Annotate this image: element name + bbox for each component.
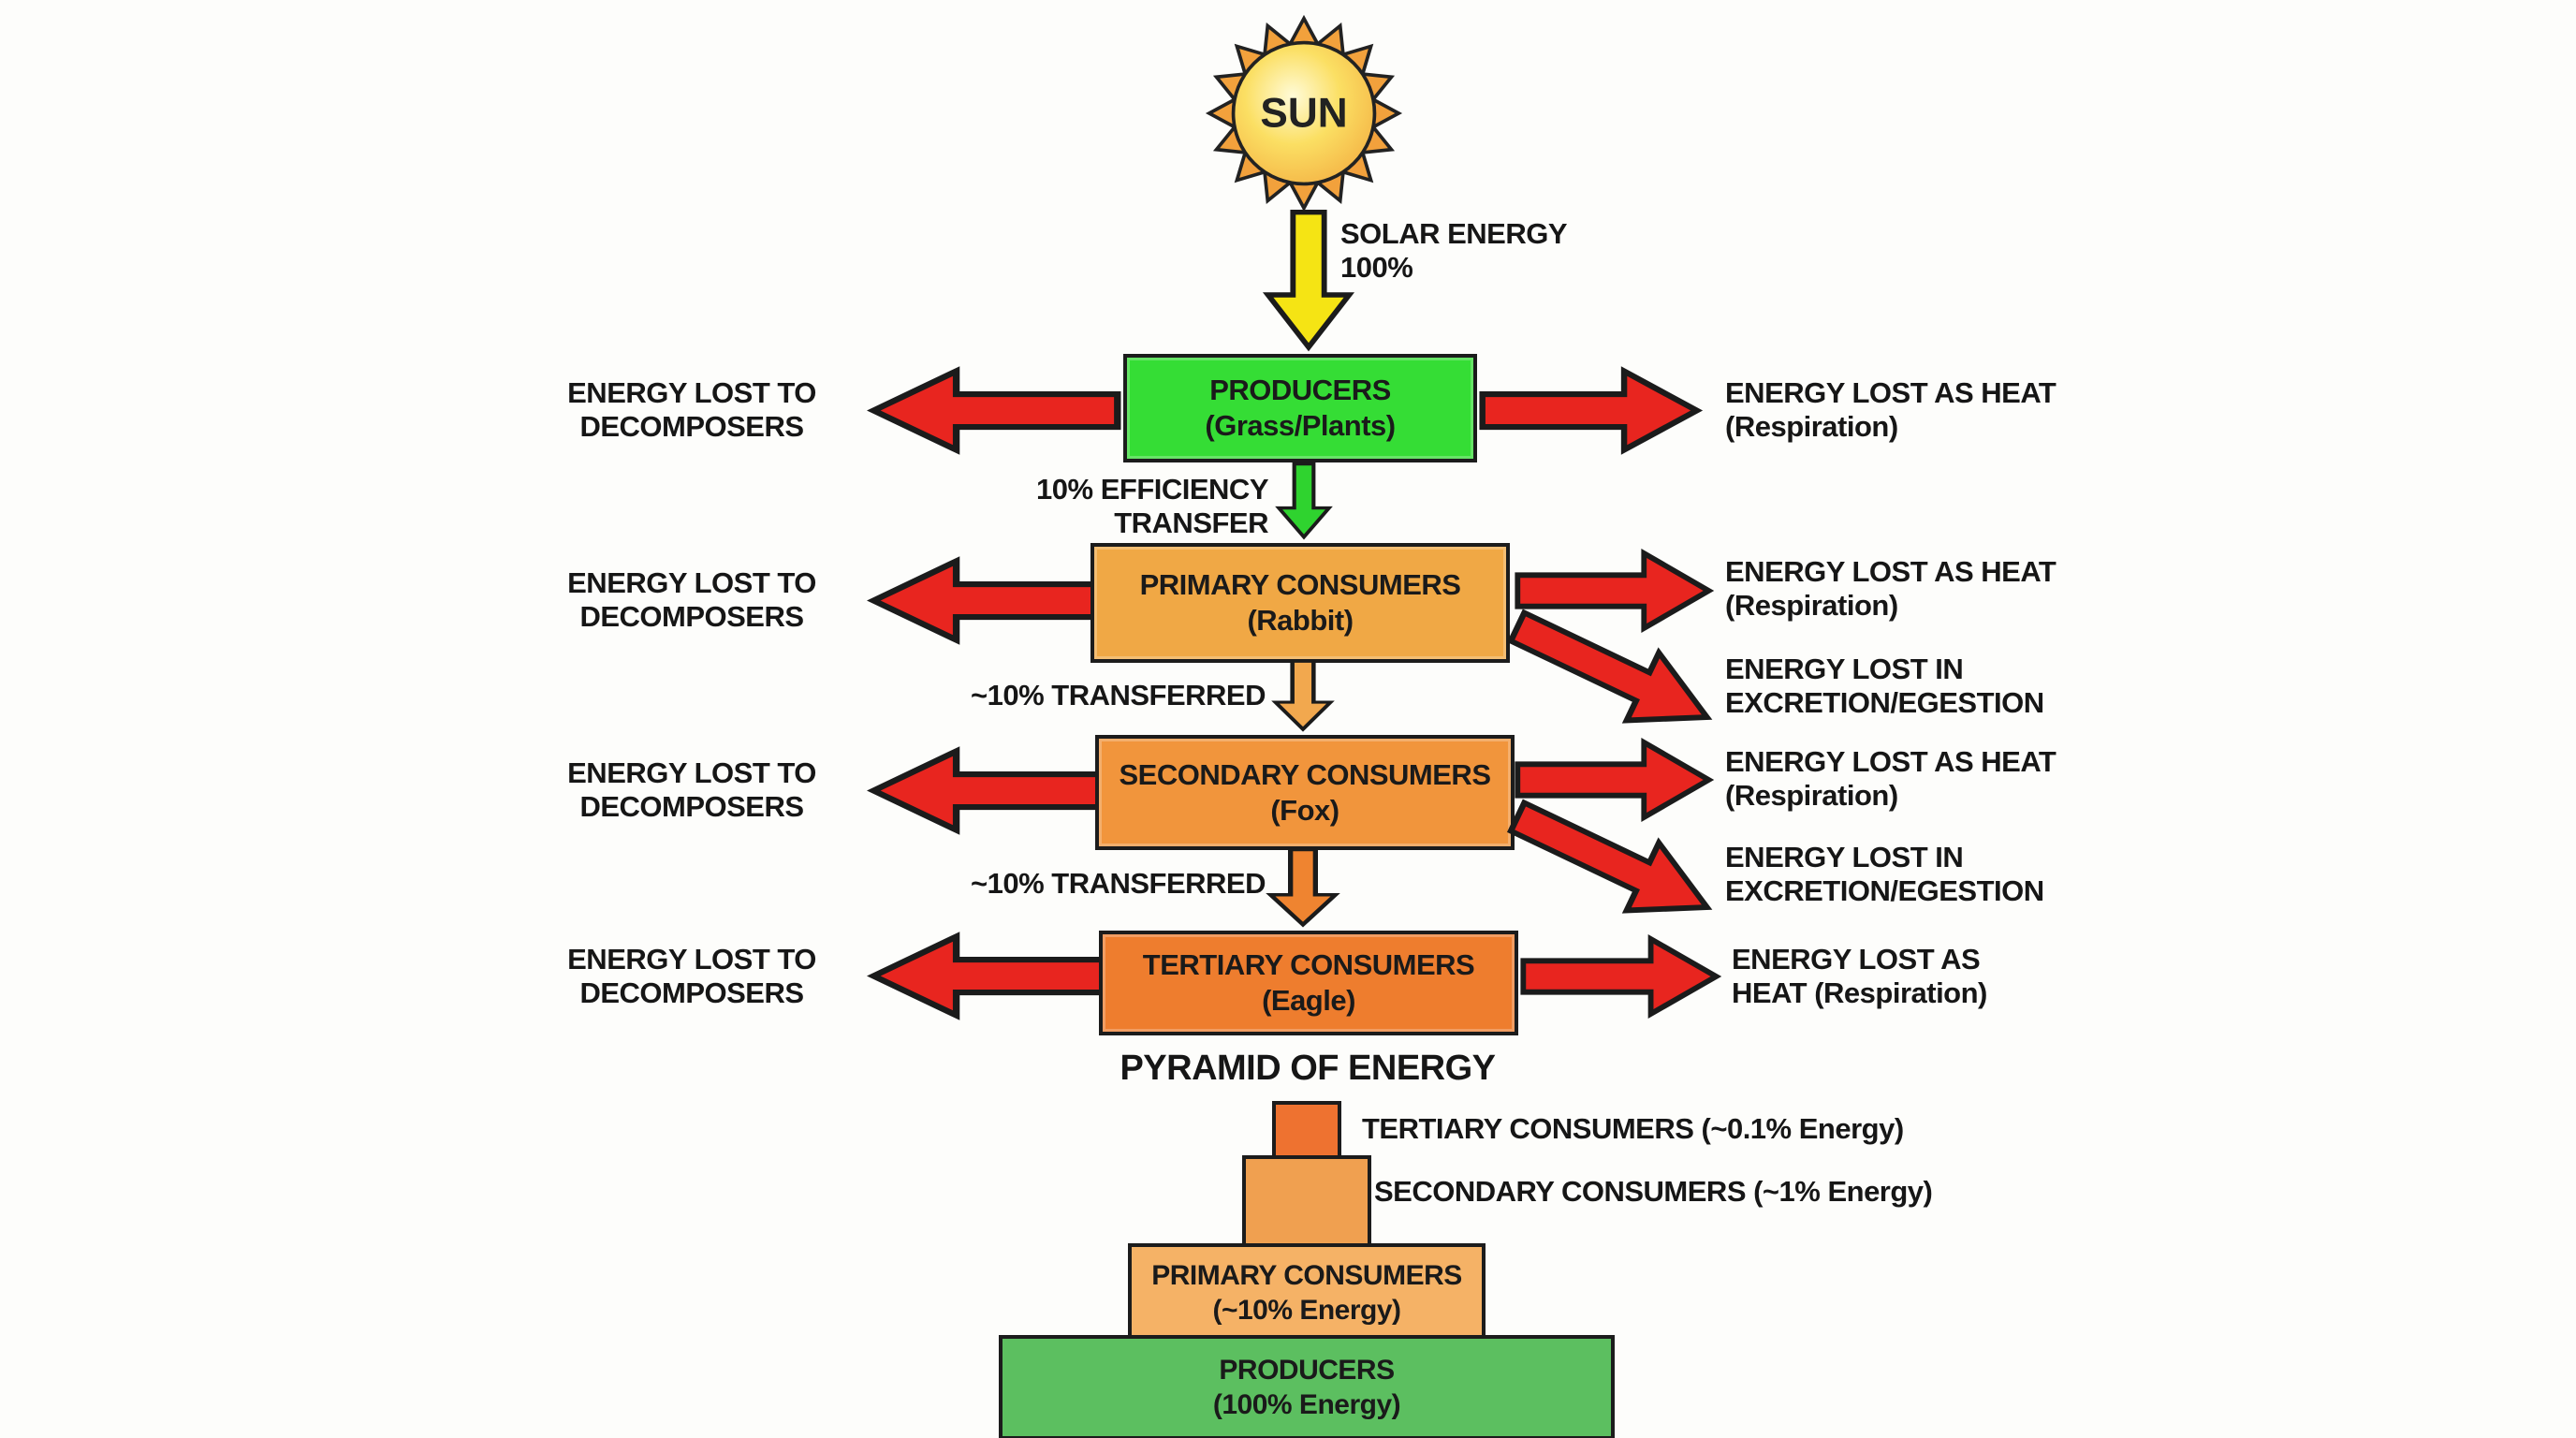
sun-label: SUN (1260, 91, 1347, 137)
primary-left-loss-arrow-icon (866, 551, 1121, 650)
transfer-3-label: ~10% TRANSFERRED (971, 867, 1266, 900)
secondary-consumers-box: SECONDARY CONSUMERS (Fox) (1095, 735, 1515, 850)
tertiary-right-heat-label: ENERGY LOST AS HEAT (Respiration) (1732, 943, 1987, 1009)
transfer-1-arrow-icon (1275, 462, 1333, 540)
secondary-right-heat-arrow-icon (1515, 733, 1715, 827)
pyramid-tier-secondary (1242, 1155, 1371, 1251)
solar-energy-arrow-icon (1262, 208, 1355, 353)
producers-right-heat-arrow-icon (1479, 361, 1704, 460)
pyramid-tier-tertiary-label: TERTIARY CONSUMERS (~0.1% Energy) (1362, 1112, 1904, 1145)
producers-organism: (Grass/Plants) (1205, 409, 1396, 442)
transfer-3-arrow-icon (1266, 847, 1340, 928)
secondary-right-excretion-arrow-icon (1494, 773, 1733, 952)
producers-left-loss-arrow-icon (866, 361, 1121, 460)
pyramid-tier-producers: PRODUCERS (100% Energy) (999, 1335, 1615, 1438)
transfer-1-label: 10% EFFICIENCY TRANSFER (1036, 473, 1268, 539)
tertiary-left-loss-arrow-icon (866, 927, 1121, 1025)
primary-right-heat-label: ENERGY LOST AS HEAT (Respiration) (1725, 555, 2056, 622)
pyramid-tier-primary: PRIMARY CONSUMERS (~10% Energy) (1128, 1243, 1486, 1343)
secondary-organism: (Fox) (1270, 793, 1339, 827)
primary-right-excretion-arrow-icon (1494, 583, 1733, 762)
sun-icon: SUN (1196, 6, 1412, 221)
secondary-left-loss-arrow-icon (866, 741, 1121, 840)
tertiary-left-loss-label: ENERGY LOST TO DECOMPOSERS (567, 943, 816, 1009)
tertiary-name: TERTIARY CONSUMERS (1142, 948, 1475, 981)
secondary-name: SECONDARY CONSUMERS (1119, 757, 1492, 791)
sun-disc (1231, 40, 1377, 186)
producers-box: PRODUCERS (Grass/Plants) (1123, 354, 1477, 462)
solar-energy-label: SOLAR ENERGY 100% (1340, 217, 1568, 284)
producers-right-heat-label: ENERGY LOST AS HEAT (Respiration) (1725, 376, 2056, 443)
primary-right-heat-arrow-icon (1515, 544, 1715, 638)
secondary-right-heat-label: ENERGY LOST AS HEAT (Respiration) (1725, 745, 2056, 812)
transfer-2-arrow-icon (1271, 659, 1335, 732)
primary-left-loss-label: ENERGY LOST TO DECOMPOSERS (567, 566, 816, 633)
producers-left-loss-label: ENERGY LOST TO DECOMPOSERS (567, 376, 816, 443)
tertiary-organism: (Eagle) (1262, 984, 1355, 1017)
producers-name: PRODUCERS (1209, 374, 1391, 406)
pyramid-tier-tertiary (1272, 1101, 1341, 1163)
primary-organism: (Rabbit) (1247, 604, 1354, 637)
pyramid-tier-secondary-label: SECONDARY CONSUMERS (~1% Energy) (1374, 1175, 1933, 1208)
tertiary-consumers-box: TERTIARY CONSUMERS (Eagle) (1099, 931, 1518, 1035)
primary-consumers-box: PRIMARY CONSUMERS (Rabbit) (1090, 543, 1510, 663)
pyramid-title: PYRAMID OF ENERGY (1120, 1049, 1496, 1088)
primary-name: PRIMARY CONSUMERS (1139, 568, 1461, 601)
transfer-2-label: ~10% TRANSFERRED (971, 679, 1266, 712)
primary-right-excretion-label: ENERGY LOST IN EXCRETION/EGESTION (1725, 653, 2044, 719)
secondary-right-excretion-label: ENERGY LOST IN EXCRETION/EGESTION (1725, 841, 2044, 907)
tertiary-right-heat-arrow-icon (1520, 930, 1722, 1023)
secondary-left-loss-label: ENERGY LOST TO DECOMPOSERS (567, 756, 816, 823)
